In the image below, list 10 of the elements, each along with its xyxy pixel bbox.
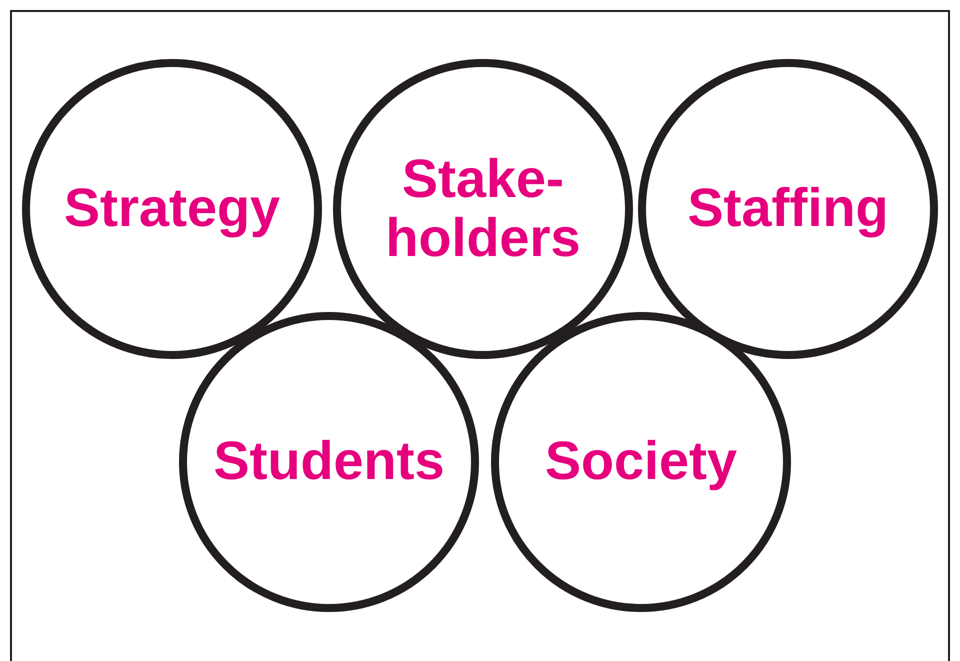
- circle-node: [333, 59, 633, 359]
- circle-label: Students: [213, 432, 444, 492]
- circle-node: [22, 59, 322, 359]
- circle-node: [179, 312, 479, 612]
- circle-node: [491, 312, 791, 612]
- circle-label: Society: [544, 432, 738, 492]
- circle-label: Staffing: [688, 179, 888, 239]
- circle-label: Stake- holders: [384, 150, 582, 268]
- circle-label: Strategy: [64, 179, 280, 239]
- circle-node: [638, 59, 938, 359]
